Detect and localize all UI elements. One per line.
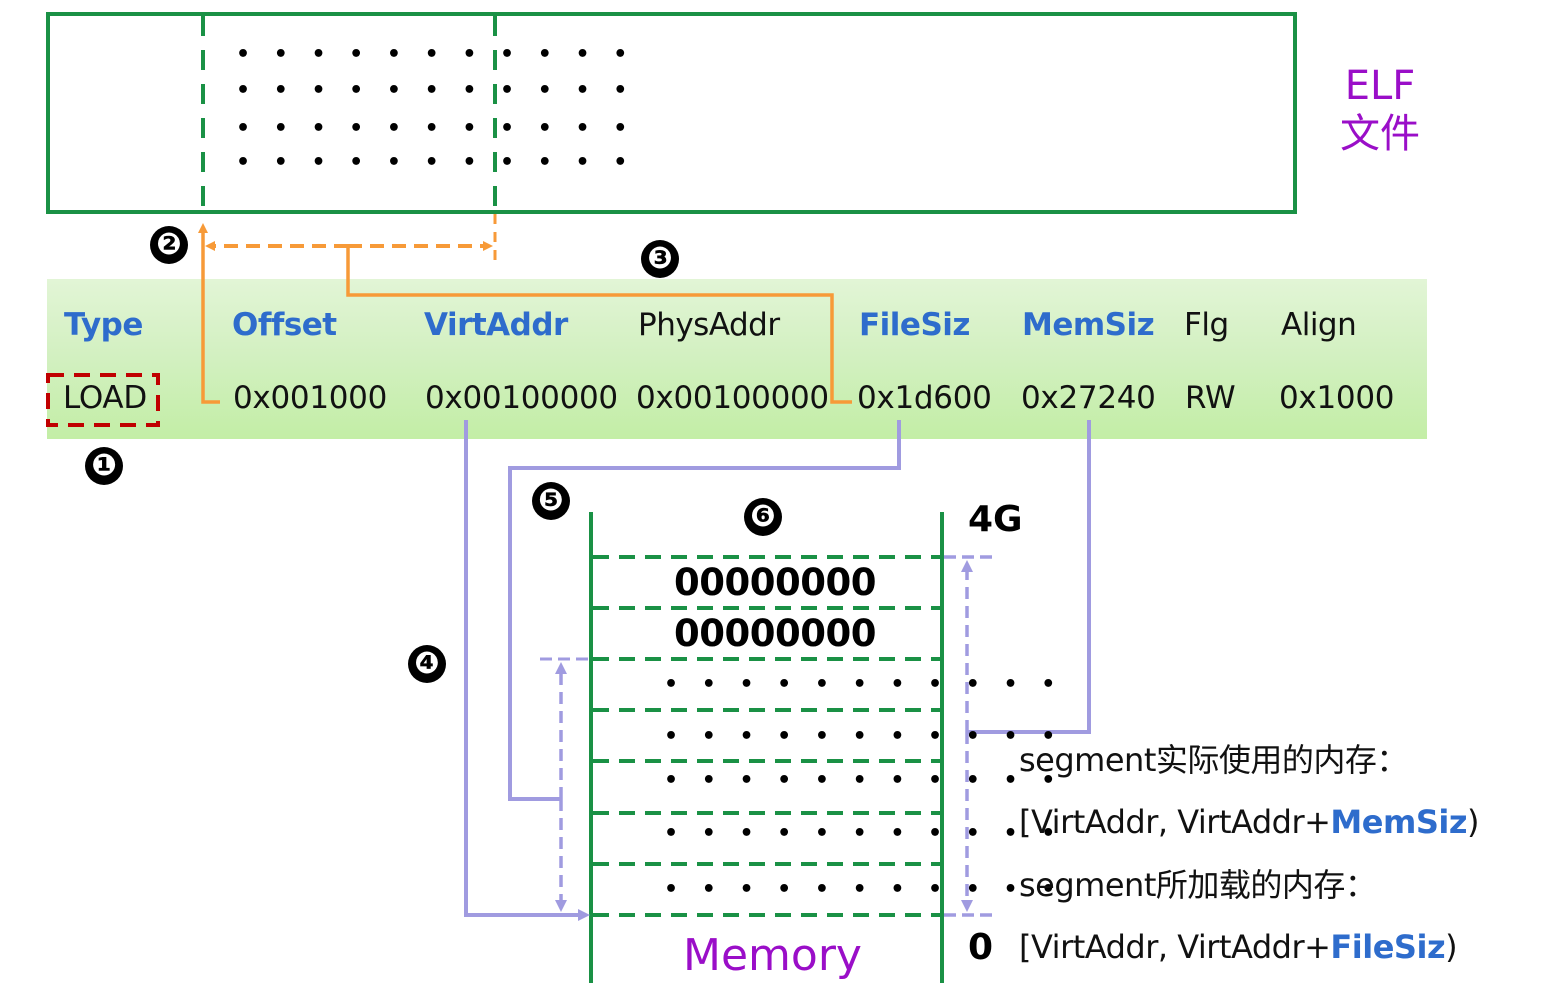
loaded-memory-range-field: FileSiz — [1330, 928, 1446, 966]
elf-segment-content-dots: • • • • • • • • • • • — [236, 78, 636, 103]
filesiz-to-memory-connector — [508, 420, 901, 801]
used-memory-label: segment实际使用的内存： — [1019, 741, 1408, 779]
value-filesiz: 0x1d600 — [857, 380, 992, 416]
value-physaddr: 0x00100000 — [636, 380, 829, 416]
value-virtaddr: 0x00100000 — [425, 380, 618, 416]
memory-content-dots: • • • • • • • • • • • — [664, 877, 1064, 902]
memory-zero-fill-row: 00000000 — [674, 561, 876, 604]
filesiz-connector — [346, 246, 852, 404]
used-memory-range-field: MemSiz — [1330, 803, 1467, 841]
step-4-badge: ❹ — [408, 645, 446, 683]
loaded-memory-range: [VirtAddr, VirtAddr+FileSiz) — [1019, 928, 1458, 966]
elf-segment-content-dots: • • • • • • • • • • • — [236, 42, 636, 67]
used-memory-range-prefix: [VirtAddr, VirtAddr+ — [1019, 803, 1331, 841]
step-2-badge: ❷ — [150, 226, 188, 264]
memory-content-dots: • • • • • • • • • • • — [664, 672, 1064, 697]
load-type-highlight-box — [46, 373, 160, 427]
loaded-memory-label: segment所加载的内存： — [1019, 866, 1377, 904]
memory-title: Memory — [683, 930, 862, 981]
memsiz-connector — [967, 420, 1091, 734]
value-memsiz: 0x27240 — [1021, 380, 1156, 416]
elf-segment-content-dots: • • • • • • • • • • • — [236, 116, 636, 141]
value-type: LOAD — [63, 380, 147, 416]
column-header-flg: Flg — [1184, 307, 1229, 343]
column-header-offset: Offset — [232, 307, 337, 343]
memory-content-dots: • • • • • • • • • • • — [664, 821, 1064, 846]
virtaddr-connector — [464, 420, 590, 921]
elf-file-box — [46, 12, 1297, 214]
step-1-badge: ❶ — [85, 447, 123, 485]
memory-zero-fill-row: 00000000 — [674, 612, 876, 655]
elf-file-label-line1: ELF — [1344, 63, 1416, 109]
memory-content-dots: • • • • • • • • • • • — [664, 768, 1064, 793]
memory-top-label: 4G — [968, 499, 1023, 540]
column-header-memsiz: MemSiz — [1022, 307, 1155, 343]
elf-file-label-line2: 文件 — [1340, 111, 1420, 157]
memory-row-dividers — [593, 555, 940, 917]
loaded-memory-range-prefix: [VirtAddr, VirtAddr+ — [1019, 928, 1331, 966]
used-memory-range: [VirtAddr, VirtAddr+MemSiz) — [1019, 806, 1479, 838]
used-memory-range-suffix: ) — [1466, 803, 1479, 841]
offset-connector — [198, 223, 220, 404]
column-header-type: Type — [64, 307, 143, 343]
column-header-filesiz: FileSiz — [859, 307, 970, 343]
step-5-badge: ❺ — [532, 482, 570, 520]
memory-bottom-label: 0 — [968, 927, 994, 968]
step-6-badge: ❻ — [744, 498, 782, 536]
program-header-band — [47, 279, 1427, 439]
loaded-memory-range-suffix: ) — [1445, 928, 1458, 966]
value-flg: RW — [1185, 380, 1236, 416]
elf-segment-content-dots: • • • • • • • • • • • — [236, 150, 636, 175]
value-align: 0x1000 — [1279, 380, 1395, 416]
step-3-badge: ❸ — [641, 240, 679, 278]
column-header-physaddr: PhysAddr — [638, 307, 780, 343]
elf-file-label: ELF 文件 — [1330, 62, 1430, 158]
column-header-align: Align — [1281, 307, 1357, 343]
value-offset: 0x001000 — [233, 380, 388, 416]
memory-content-dots: • • • • • • • • • • • — [664, 724, 1064, 749]
column-header-virtaddr: VirtAddr — [424, 307, 568, 343]
